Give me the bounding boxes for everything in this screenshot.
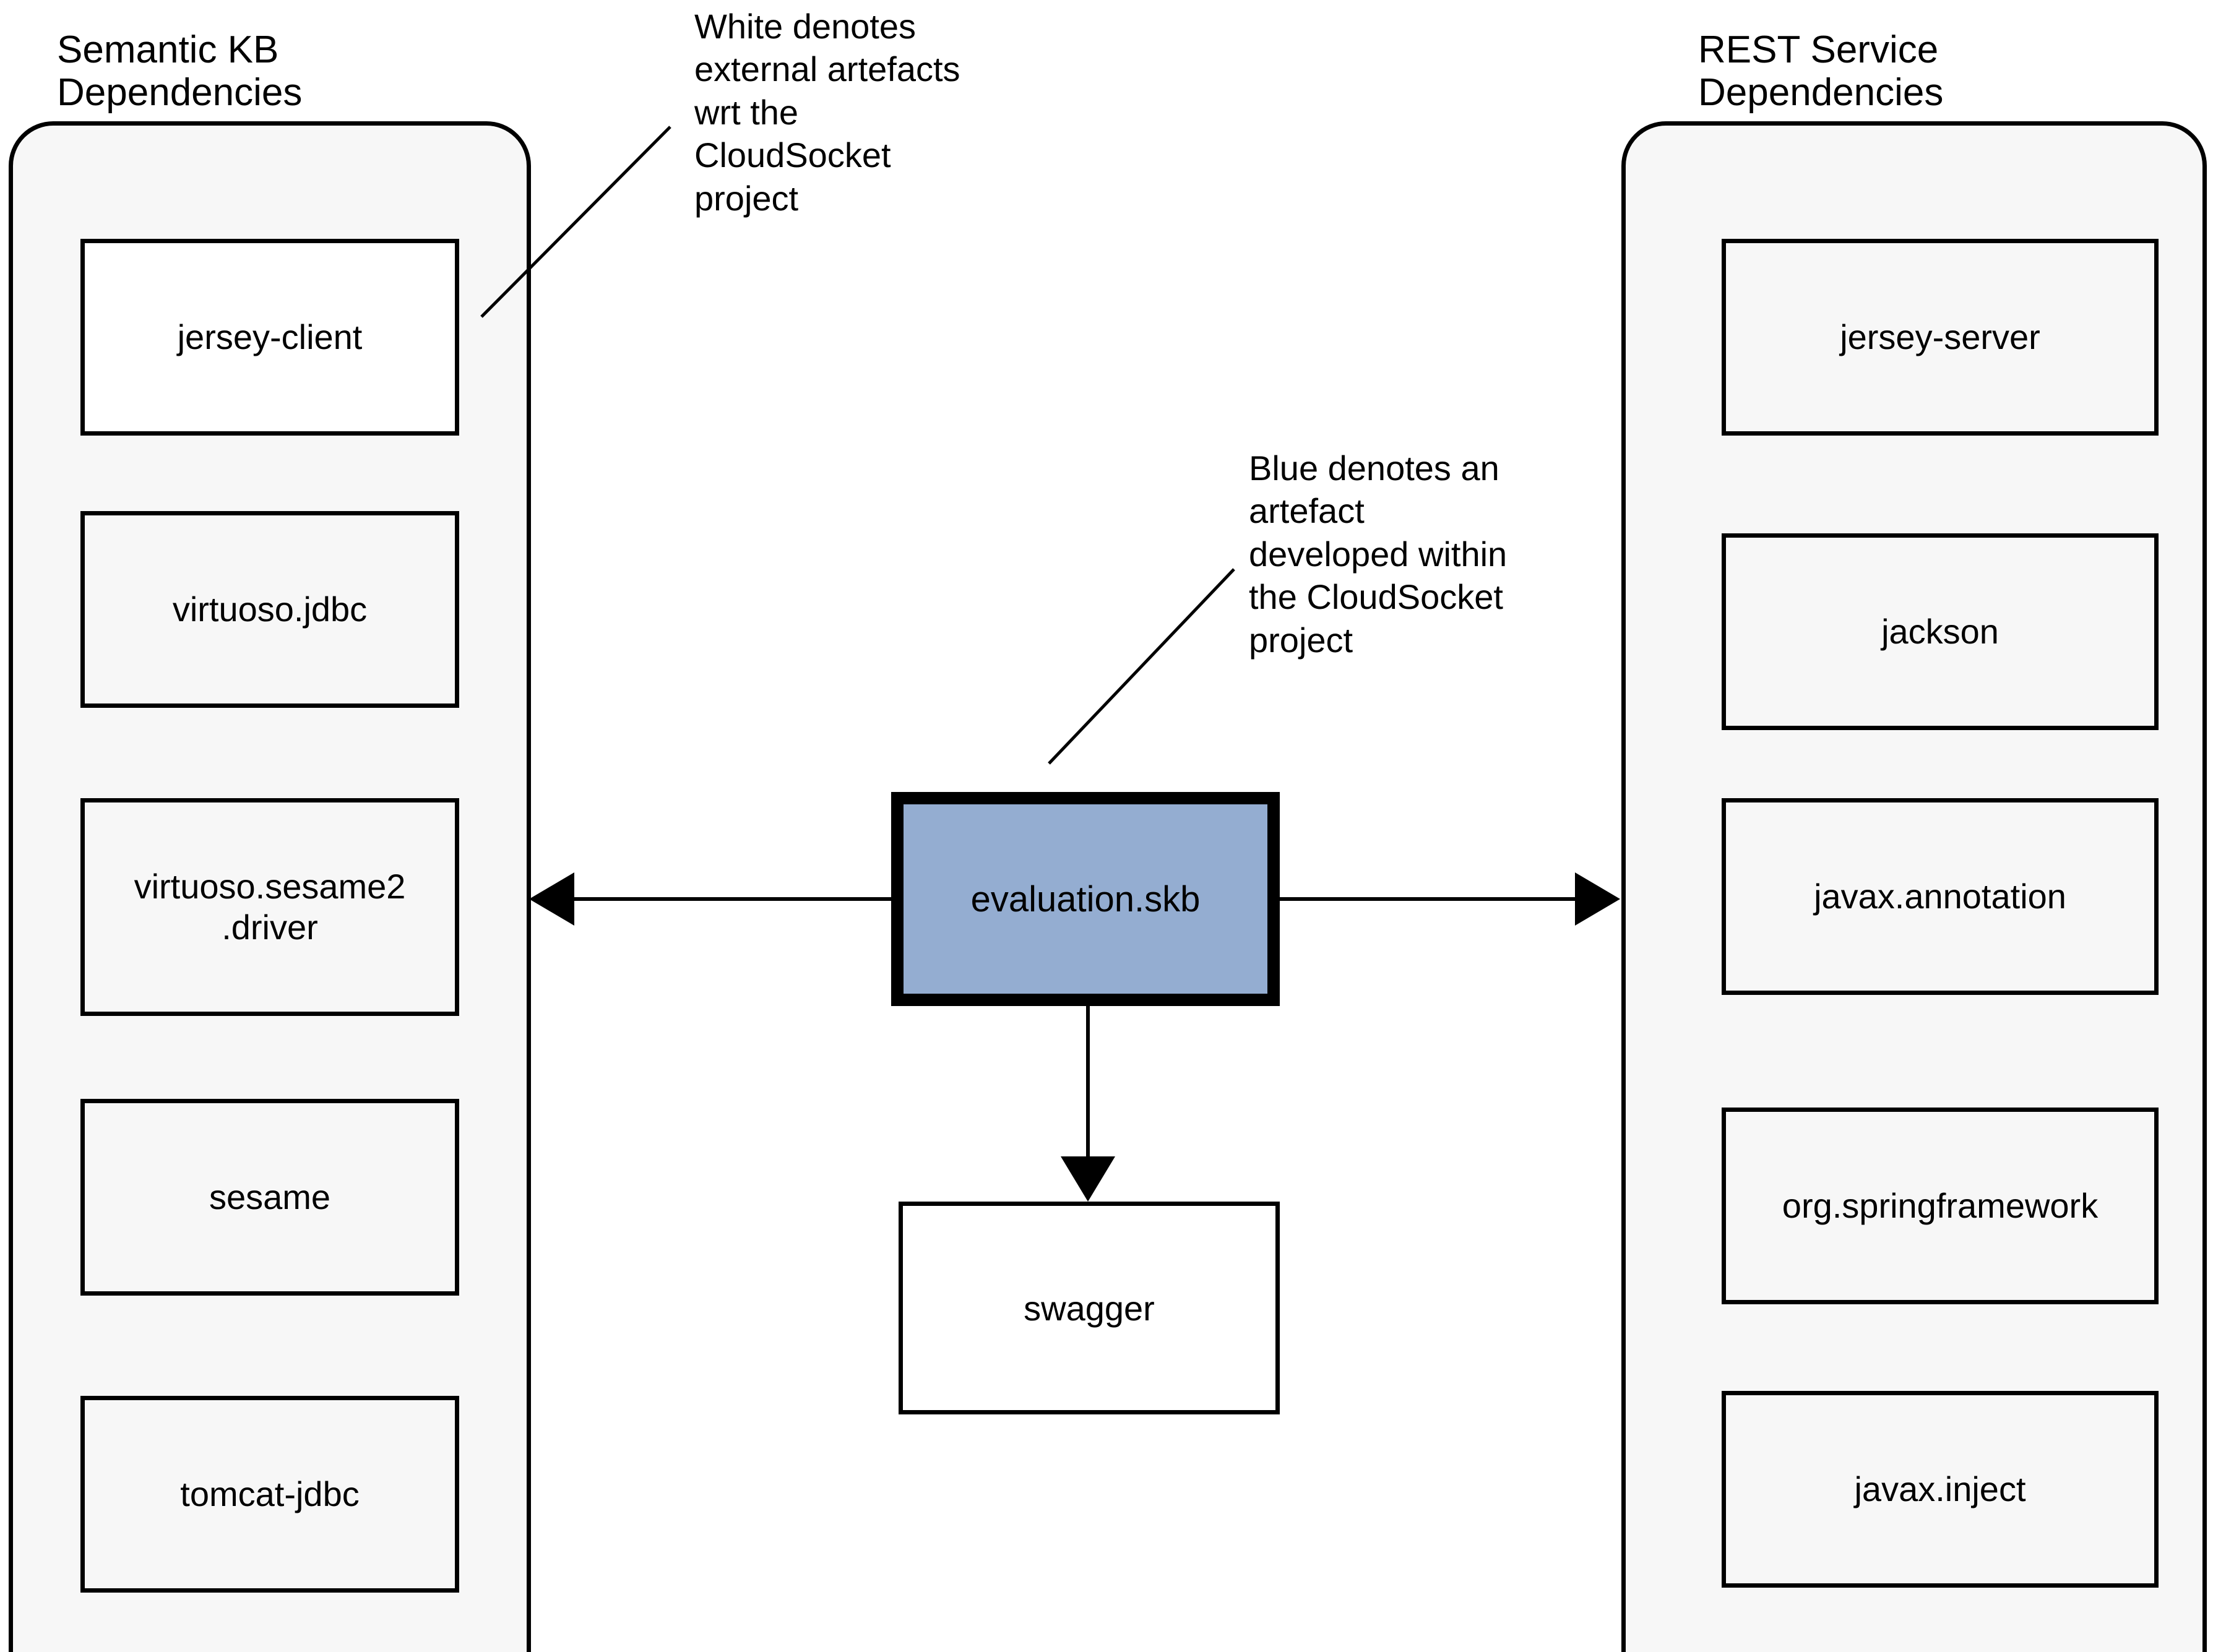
arrow-evaluation-to-semantic-kb [529,872,891,926]
arrow-evaluation-to-swagger [1061,1006,1115,1202]
artefact-label: sesame [209,1177,331,1216]
arrow-evaluation-to-rest-service [1280,872,1620,926]
artefact-label: javax.inject [1854,1469,2026,1508]
artefact-box-evaluation-skb[interactable]: evaluation.skb [891,792,1280,1006]
artefact-box-jackson[interactable]: jackson [1722,533,2159,730]
artefact-label: virtuoso.sesame2 .driver [134,866,406,947]
artefact-label: org.springframework [1782,1185,2099,1225]
artefact-box-tomcat-jdbc[interactable]: tomcat-jdbc [80,1396,459,1593]
artefact-label: virtuoso.jdbc [172,589,368,629]
artefact-box-sesame[interactable]: sesame [80,1099,459,1296]
group-title-semantic-kb: Semantic KB Dependencies [54,27,308,118]
artefact-box-javax-annotation[interactable]: javax.annotation [1722,798,2159,995]
leader-line-blue-note [1048,568,1235,765]
annotation-blue-denotes: Blue denotes an artefact developed withi… [1249,449,1508,660]
artefact-box-javax-inject[interactable]: javax.inject [1722,1391,2159,1588]
artefact-box-org-springframework[interactable]: org.springframework [1722,1108,2159,1304]
annotation-white-denotes: White denotes external artefacts wrt the… [694,7,960,218]
artefact-box-jersey-server[interactable]: jersey-server [1722,239,2159,436]
artefact-label: tomcat-jdbc [180,1474,360,1513]
group-title-rest-service: REST Service Dependencies [1696,27,1949,118]
artefact-box-swagger[interactable]: swagger [899,1202,1280,1414]
artefact-label: jersey-server [1840,317,2040,356]
artefact-box-virtuoso-sesame2-driver[interactable]: virtuoso.sesame2 .driver [80,798,459,1016]
artefact-label: jersey-client [177,317,363,356]
artefact-label: jackson [1881,611,1999,651]
artefact-label: swagger [1024,1288,1155,1328]
artefact-label: evaluation.skb [970,879,1201,919]
artefact-box-virtuoso-jdbc[interactable]: virtuoso.jdbc [80,511,459,708]
artefact-box-jersey-client[interactable]: jersey-client [80,239,459,436]
artefact-label: javax.annotation [1814,876,2066,916]
